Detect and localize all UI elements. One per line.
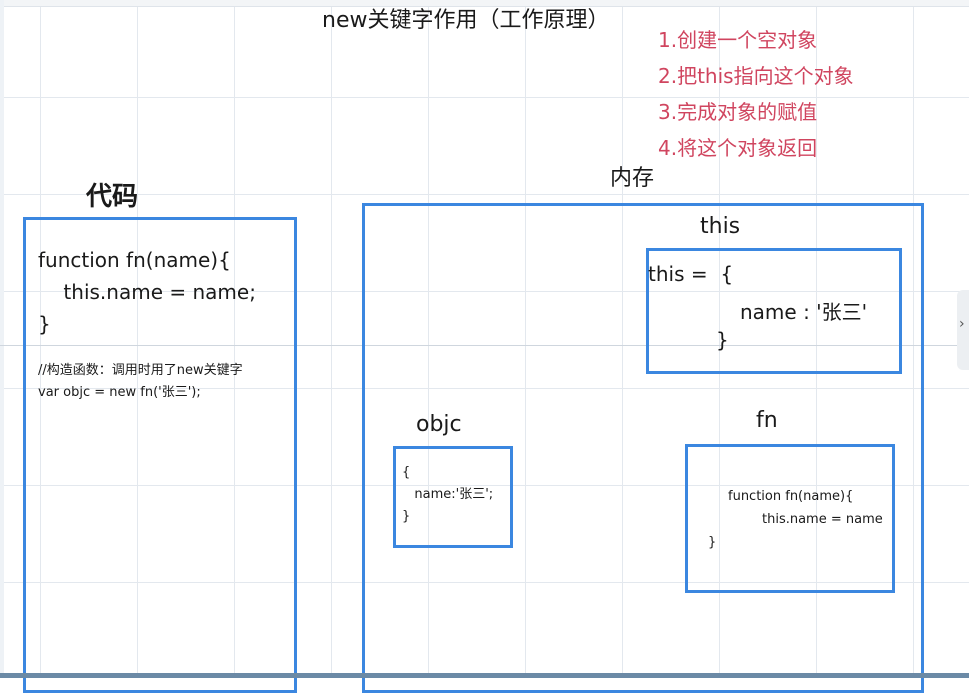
fn-line: this.name = name <box>762 512 883 527</box>
memory-panel-label: 内存 <box>610 166 655 191</box>
canvas-grid <box>0 0 969 678</box>
code-line: } <box>38 312 51 336</box>
code-notes: //构造函数：调用时用了new关键字 var objc = new fn('张三'… <box>38 360 243 404</box>
step-item: 3.完成对象的赋值 <box>658 100 818 124</box>
fn-box <box>685 444 895 593</box>
this-box <box>646 248 902 374</box>
fn-line: } <box>708 535 717 550</box>
code-note-line: var objc = new fn('张三'); <box>38 385 201 400</box>
step-item: 1.创建一个空对象 <box>658 28 818 52</box>
chevron-right-icon: › <box>959 316 965 332</box>
bottom-bar <box>0 673 969 678</box>
page-divider <box>0 345 969 346</box>
objc-code: { name:'张三';} <box>402 462 493 528</box>
code-note-line: //构造函数：调用时用了new关键字 <box>38 363 243 378</box>
objc-box <box>393 446 513 548</box>
fn-line: function fn(name){ <box>728 489 854 504</box>
side-scroll-handle[interactable]: › <box>957 290 969 370</box>
objc-line: name:'张三'; <box>402 487 494 502</box>
objc-box-label: objc <box>416 412 462 437</box>
top-toolbar-strip <box>0 0 969 7</box>
code-line: this.name = name; <box>38 280 256 304</box>
this-line: name : '张三' <box>740 300 868 324</box>
left-edge <box>0 0 4 678</box>
this-line: this = { <box>648 262 734 286</box>
diagram-title: new关键字作用（工作原理） <box>322 8 610 33</box>
code-block: function fn(name){ this.name = name;} <box>38 244 256 340</box>
code-panel-label: 代码 <box>86 182 139 212</box>
code-line: function fn(name){ <box>38 248 231 272</box>
this-line: } <box>716 328 729 352</box>
this-box-label: this <box>700 214 741 239</box>
fn-box-label: fn <box>756 408 778 433</box>
step-item: 2.把this指向这个对象 <box>658 64 854 88</box>
objc-line: } <box>402 509 411 524</box>
steps-list: 1.创建一个空对象 2.把this指向这个对象 3.完成对象的赋值 4.将这个对… <box>658 22 854 166</box>
objc-line: { <box>402 465 411 480</box>
step-item: 4.将这个对象返回 <box>658 136 818 160</box>
